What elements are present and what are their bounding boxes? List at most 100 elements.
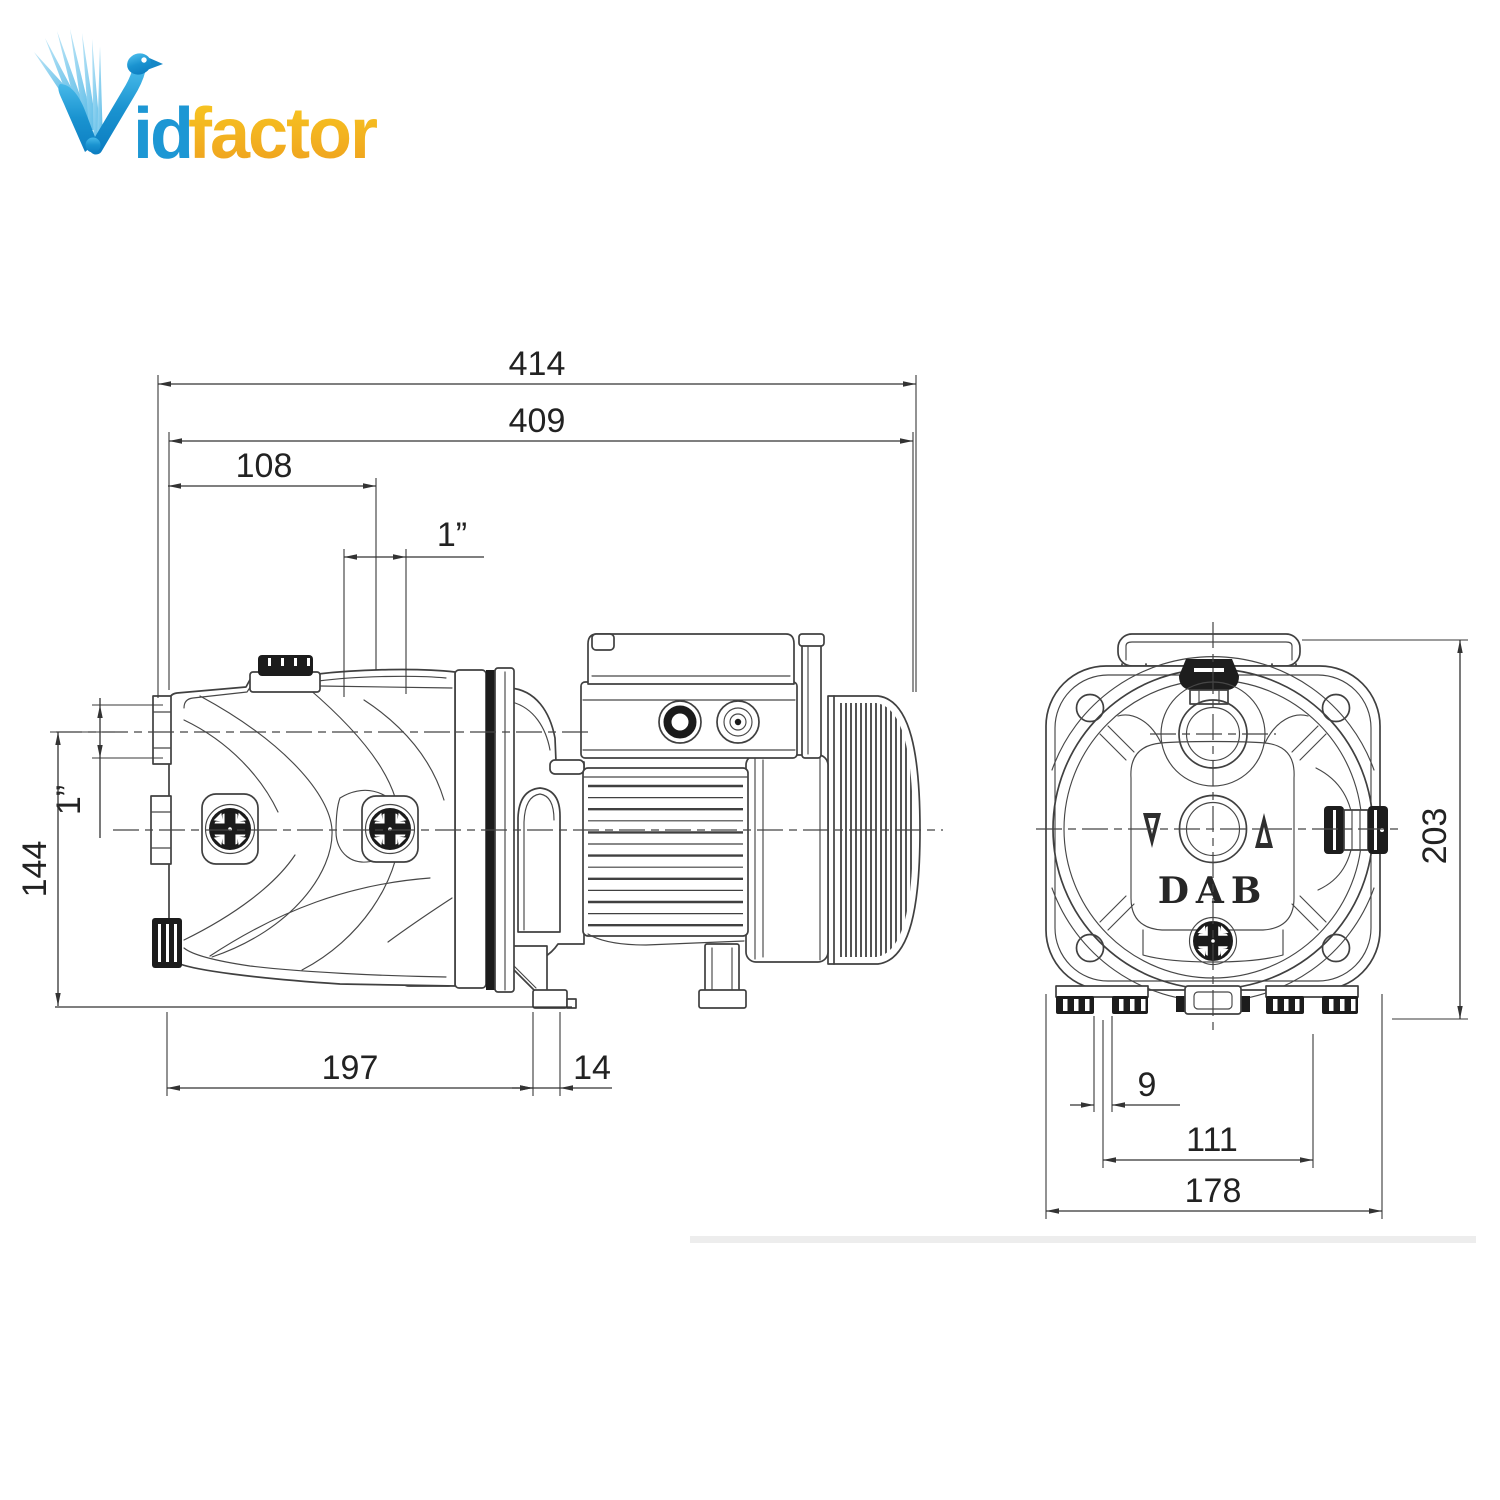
discharge-port-stub (152, 695, 172, 765)
dimension-arrowhead (393, 554, 406, 560)
logo-bird-head-icon (127, 53, 163, 75)
drawing-rect (294, 658, 297, 666)
drawing-ellipse (127, 53, 151, 75)
drawing-path (511, 701, 551, 751)
drawing-rect (1295, 999, 1300, 1011)
drawing-polygon (237, 836, 247, 846)
drawing-rect (1333, 810, 1336, 850)
drain-screw-right (364, 803, 416, 855)
drawing-rect (1176, 996, 1186, 1012)
drawing-rect (582, 767, 749, 937)
flange-bolt-hole (1321, 693, 1351, 723)
drawing-polygon (1260, 827, 1268, 843)
dimension-arrowhead (560, 1085, 573, 1091)
flow-arrow-up-icon (1255, 813, 1273, 848)
logo-text-factor: factor (188, 94, 377, 174)
drawing-rect (1351, 999, 1356, 1011)
drawing-circle (1211, 939, 1215, 943)
dimension-arrowhead (1369, 1208, 1382, 1214)
drawing-polygon (1219, 947, 1229, 957)
drawing-rect (745, 754, 829, 963)
drawing-rect (704, 943, 740, 995)
drawing-rect (566, 998, 577, 1009)
drawing-rect (1119, 999, 1124, 1011)
drawing-rect (1273, 999, 1278, 1011)
drawing-rect (532, 989, 568, 1009)
drawing-rect (174, 924, 177, 962)
drawing-rect (698, 989, 747, 1009)
front-foot-left (1055, 985, 1149, 1014)
drawing-rect (1085, 999, 1090, 1011)
dimension-arrowhead (1112, 1102, 1125, 1108)
drawing-polygon (1197, 947, 1207, 957)
page-divider (690, 1236, 1476, 1243)
drawing-polygon (397, 812, 407, 822)
dimension-arrowhead (158, 381, 171, 387)
dimension-arrowhead (900, 438, 913, 444)
lantern-rod (549, 759, 585, 775)
flange-bolt-hole (1321, 933, 1351, 963)
drawing-rect (1063, 999, 1068, 1011)
drawing-polygon (213, 812, 223, 822)
drawing-rect (1374, 810, 1377, 850)
dimension-arrowhead (903, 381, 916, 387)
side-view (55, 633, 943, 1009)
drawing-circle (734, 718, 742, 726)
drawing-circle (85, 137, 101, 153)
motor-foot (698, 943, 747, 1009)
dimension-arrowhead (363, 483, 376, 489)
dimension-arrowhead (97, 705, 103, 718)
drawing-line (1107, 903, 1135, 931)
drawing-rect (798, 633, 825, 647)
shroud-ear-left (1117, 714, 1162, 744)
dimension-arrowhead (1457, 640, 1463, 653)
drawing-path (387, 897, 453, 943)
drawing-line (319, 685, 453, 689)
bottom-plug (152, 918, 182, 968)
front-view: DAB (1036, 622, 1398, 1034)
dimension-arrowhead (1300, 1157, 1313, 1163)
drawing-line (1099, 895, 1127, 923)
dimension-arrowhead (1081, 1102, 1094, 1108)
dimensions: 414 409 108 1” 1” 144 197 14 9 111 178 2… (16, 345, 1468, 1219)
drawing-circle (364, 803, 416, 855)
brand-logo: id factor (34, 29, 379, 174)
drawing-polygon (1219, 925, 1229, 935)
drawing-rect (1265, 985, 1359, 998)
logo-text-id: id (133, 94, 191, 174)
front-foot-right (1265, 985, 1359, 1014)
drawing-rect (1343, 809, 1369, 851)
drawing-polygon (373, 812, 383, 822)
drawing-path (209, 877, 431, 957)
dim-axis-height-label: 144 (16, 841, 54, 898)
motor-body (582, 767, 749, 946)
drawing-rect (1055, 985, 1149, 998)
drawing-polygon (147, 57, 163, 70)
drawing-rect (591, 633, 615, 651)
drawing-path (587, 933, 745, 946)
dimension-arrowhead (97, 745, 103, 758)
drawing-rect (152, 695, 172, 765)
drawing-circle (204, 803, 256, 855)
drawing-rect (454, 669, 487, 989)
flange-bolt-hole (1075, 693, 1105, 723)
drawing-polygon (1148, 818, 1156, 834)
drawing-line (1291, 903, 1319, 931)
drawing-rect (1329, 999, 1334, 1011)
drawing-rect (1368, 806, 1388, 854)
dim-slot-width-label: 9 (1138, 1066, 1157, 1104)
drawing-path (57, 31, 87, 116)
drawing-path (523, 793, 555, 931)
terminal-box-lid (587, 633, 795, 685)
flange-lugs (1099, 725, 1327, 931)
drawing-path (97, 46, 103, 143)
dimension-arrowhead (520, 1085, 533, 1091)
cable-gland-left (658, 700, 702, 744)
drawing-rect (1074, 999, 1079, 1011)
drawing-path (183, 854, 296, 941)
drawing-line (1299, 733, 1327, 761)
lantern-bracket (509, 687, 585, 967)
dim-overall-height-label: 203 (1416, 808, 1454, 865)
vent-cap (258, 655, 313, 676)
drain-screw-left (204, 803, 256, 855)
